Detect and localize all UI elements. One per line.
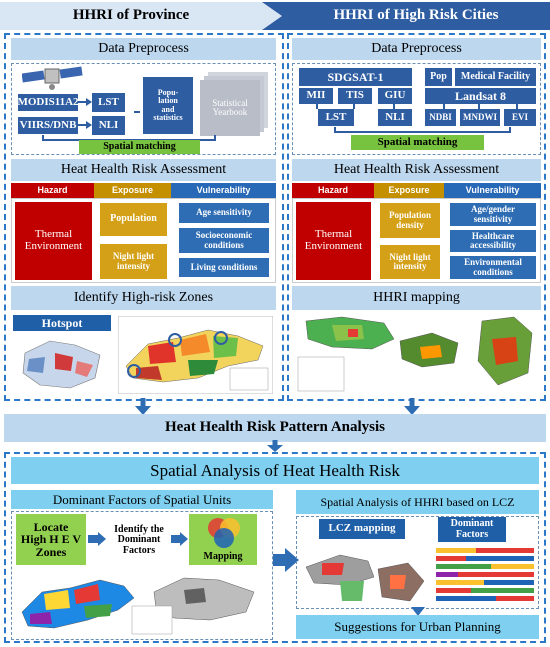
pop-box: Pop [425,68,452,86]
yearbook-stack: Statistical Yearbook [200,72,270,136]
left-identify-title: Identify High-risk Zones [11,286,276,310]
pattern-analysis-bar: Heat Health Risk Pattern Analysis [4,414,546,442]
giu-box: GIU [378,88,412,104]
hhri-city-maps-thumb [292,313,541,396]
right-nli-box: NLI [378,109,412,126]
right-nightlight-box: Night light intensity [379,244,441,280]
evi-box: EVI [504,109,536,126]
left-assess-title: Heat Health Risk Assessment [11,159,276,181]
satellite-icon [22,66,83,90]
left-population-box: Population [99,202,168,237]
tis-box: TIS [338,88,372,104]
left-vulnerability-header: Vulnerability [171,183,276,198]
right-vulnerability-header: Vulnerability [444,183,541,198]
right-assess-title: Heat Health Risk Assessment [292,159,541,181]
right-preprocess-arrows [316,104,518,109]
left-nightlight-box: Night light intensity [99,243,168,280]
lcz-title: Spatial Analysis of HHRI based on LCZ [296,490,539,514]
right-lst-box: LST [318,109,354,126]
header-bar: HHRI of Province HHRI of High Risk Citie… [0,0,550,30]
right-environmental-box: Environmental conditions [449,255,537,280]
right-preprocess-box [292,63,541,155]
dominant-factors-label: Dominant Factors [438,517,506,542]
right-mapping-title: HHRI mapping [292,286,541,310]
left-lst-box: LST [92,93,125,112]
down-arrows-mid [135,398,420,415]
left-hazard-header: Hazard [11,183,94,198]
viirs-box: VIIRS/DNB [18,117,78,134]
header-right-title: HHRI of High Risk Cities [333,7,499,24]
down-arrow-bottom [267,440,283,452]
right-exposure-header: Exposure [374,183,444,198]
to-lcz-arrow [273,548,299,572]
sdgsat-box: SDGSAT-1 [299,68,412,86]
to-suggestions-arrow [411,607,425,616]
right-thermal-box: Thermal Environment [296,202,371,280]
dominant-factor-maps-thumb [14,568,270,638]
dominant-flow-arrows [88,532,188,546]
left-exposure-header: Exposure [94,183,171,198]
bottom-panel [4,452,546,643]
left-socio-box: Socioeconomic conditions [178,227,270,254]
right-preprocess-title: Data Preprocess [292,38,541,60]
mndwi-box: MNDWI [460,109,500,126]
popstat-box: Popu- lation and statistics [143,77,193,134]
right-spatial-matching: Spatial matching [351,135,484,150]
right-healthcare-box: Healthcare accessibility [449,229,537,253]
landsat-box: Landsat 8 [425,88,536,104]
province-risk-map-thumb [118,316,273,394]
hotspot-map-thumb [22,340,101,389]
left-age-box: Age sensitivity [178,202,270,224]
medical-box: Medical Facility [455,68,536,86]
right-match-bracket [334,127,511,133]
dominant-factor-bars-thumb [436,548,534,601]
yearbook-label: Statistical Yearbook [200,80,260,136]
left-thermal-box: Thermal Environment [15,202,92,280]
left-preprocess-box [11,63,276,155]
left-nli-box: NLI [92,116,125,135]
lcz-mapping-label: LCZ mapping [319,519,405,539]
ndbi-box: NDBI [425,109,456,126]
modis-box: MODIS11A2 [17,94,79,111]
dominant-title: Dominant Factors of Spatial Units [11,490,273,509]
lcz-maps-thumb [305,554,425,602]
dominant-panel [11,511,273,640]
suggestions-box: Suggestions for Urban Planning [296,615,539,639]
left-living-box: Living conditions [178,257,270,278]
cities-panel [287,33,546,401]
header-left-title: HHRI of Province [72,7,190,24]
mapping-label: Mapping [203,550,243,562]
mapping-box: Mapping [189,514,257,565]
left-preprocess-title: Data Preprocess [11,38,276,60]
right-popdensity-box: Population density [379,202,441,239]
spatial-analysis-title: Spatial Analysis of Heat Health Risk [11,457,539,484]
locate-box: Locate High H E V Zones [16,514,86,565]
right-hazard-header: Hazard [292,183,374,198]
identify-factors-box: Identify the Dominant Factors [107,516,171,565]
left-spatial-matching: Spatial matching [79,140,200,154]
left-preprocess-arrows [78,98,140,129]
venn-icon [208,518,240,548]
hotspot-label: Hotspot [13,315,111,331]
right-agegender-box: Age/gender sensitivity [449,202,537,227]
mii-box: MII [299,88,333,104]
